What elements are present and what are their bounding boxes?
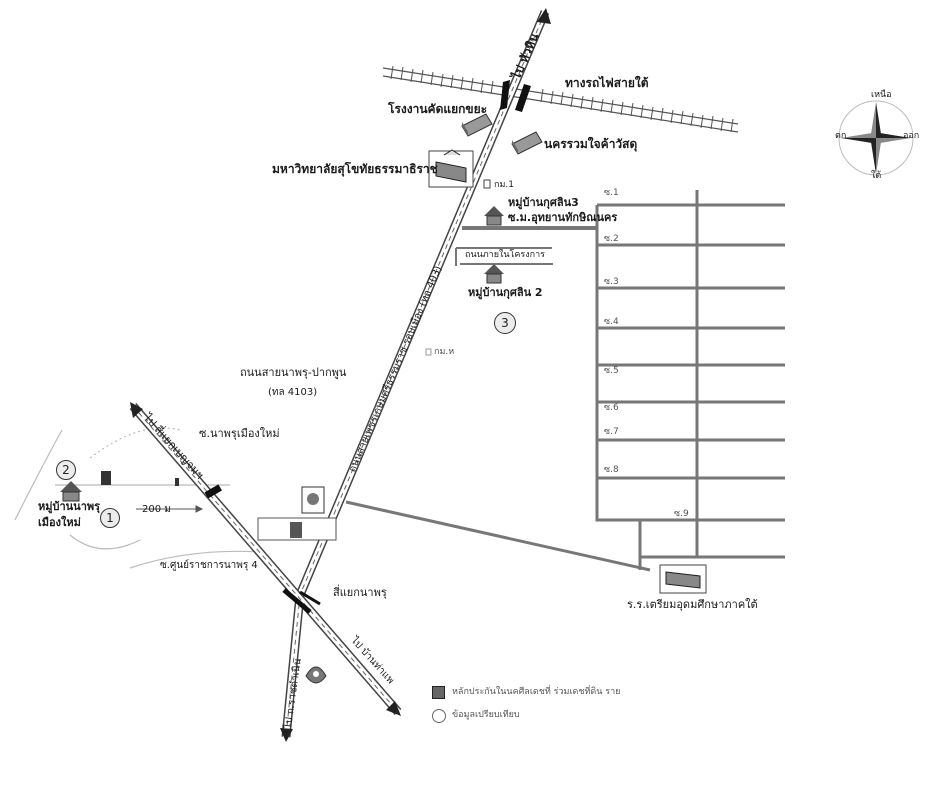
soi-grid <box>595 190 785 570</box>
km-x-marker <box>425 348 432 356</box>
small-structures <box>101 471 179 486</box>
university-label: มหาวิทยาลัยสุโขทัยธรรมาธิราช <box>272 162 438 176</box>
village-napru-house-icon <box>60 481 82 502</box>
road-south-left <box>280 594 305 742</box>
project-roads <box>455 226 597 266</box>
temple-icon <box>305 666 327 684</box>
soi-label-9: ซ.9 <box>674 509 689 519</box>
km1-marker <box>483 179 491 189</box>
village-napru-line2: เมืองใหม่ <box>38 516 81 529</box>
soi-label-2: ซ.2 <box>604 234 619 244</box>
soi-center-label: ซ.ศูนย์ราชการนาพรุ 4 <box>160 560 258 571</box>
compass-south: ใต้ <box>871 171 882 181</box>
railway-label: ทางรถไฟสายใต้ <box>565 76 649 90</box>
legend-item1-label: หลักประกันในนคศีลเดชที่ ร่วมเดชที่ดิน รา… <box>452 687 621 697</box>
soi-label-1: ซ.1 <box>604 188 619 198</box>
warehouse-label: นครรวมใจค้าวัสดุ <box>544 137 638 151</box>
legend-comparison-swatch <box>432 709 446 723</box>
legend-collateral-swatch <box>432 686 445 699</box>
university-icon <box>428 149 474 188</box>
legend-item2-label: ข้อมูลเปรียบเทียบ <box>452 710 520 720</box>
road-4103-name: ถนนสายนาพรุ-ปากพูน <box>240 366 347 379</box>
compass-east: ตก <box>835 131 847 141</box>
gas-station-icon <box>257 486 337 541</box>
compass-west: ออก <box>903 131 920 141</box>
factory-icon <box>461 113 493 137</box>
road-4103-code: (ทล 4103) <box>268 387 318 398</box>
main-road-403 <box>295 8 551 597</box>
junction-marker <box>282 588 321 614</box>
warehouse-icon <box>511 131 543 155</box>
village3-label: หมู่บ้านกุศลิน3 <box>508 196 579 209</box>
school-label: ร.ร.เตรียมอุดมศึกษาภาคใต้ <box>627 598 758 611</box>
background-roads <box>14 427 263 569</box>
soi-label-7: ซ.7 <box>604 427 619 437</box>
village2-label: หมู่บ้านกุศลิน 2 <box>468 286 543 299</box>
soi-label-6: ซ.6 <box>604 403 619 413</box>
soi-label-8: ซ.8 <box>604 465 619 475</box>
soi-napru-label: ซ.นาพรุเมืองใหม่ <box>199 427 280 440</box>
junction-label: สี่แยกนาพรุ <box>333 586 387 599</box>
railway-line <box>382 65 739 133</box>
village3-house-icon <box>484 206 504 226</box>
soi-label-3: ซ.3 <box>604 277 619 287</box>
comparison-marker-1: 1 <box>100 508 120 528</box>
school-icon <box>659 564 707 594</box>
km1-label: กม.1 <box>494 180 514 190</box>
compass-rose: เหนือ ใต้ ตก ออก <box>835 90 919 182</box>
soi-udom-label: ซ.ม.อุทยานทักษิณนคร <box>508 211 618 224</box>
road-diagonal-4103 <box>129 402 402 716</box>
project-road-label: ถนนภายในโครงการ <box>465 250 545 260</box>
road-to-school <box>345 500 651 572</box>
village-napru-line1: หมู่บ้านนาพรุ <box>38 500 101 513</box>
distance-label: 200 ม <box>142 504 171 515</box>
comparison-marker-2: 2 <box>56 460 76 480</box>
factory-label: โรงงานคัดแยกขยะ <box>388 102 488 116</box>
soi-label-5: ซ.5 <box>604 366 619 376</box>
km-x-label: กม.ห <box>434 347 455 357</box>
comparison-marker-3: 3 <box>494 312 516 334</box>
compass-north: เหนือ <box>871 90 892 100</box>
soi-label-4: ซ.4 <box>604 317 619 327</box>
distance-marker <box>136 505 204 513</box>
compass-icon <box>838 100 914 176</box>
village2-house-icon <box>484 264 504 284</box>
